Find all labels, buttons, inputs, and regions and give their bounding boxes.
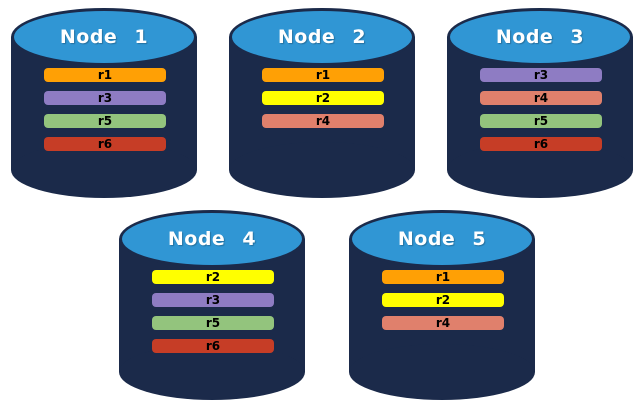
replica-bar-r1: r1: [262, 68, 384, 82]
node-cylinder-4: Node 4 r2 r3 r5 r6: [119, 210, 305, 400]
replica-bar-r6: r6: [480, 137, 602, 151]
replica-bar-r5: r5: [480, 114, 602, 128]
cylinder-top-ellipse: Node 1: [11, 8, 197, 66]
replica-bar-r4: r4: [262, 114, 384, 128]
node-title: Node 4: [167, 228, 257, 250]
cylinder-bottom: [11, 142, 197, 198]
node-cylinder-5: Node 5 r1 r2 r4: [349, 210, 535, 400]
node-title: Node 1: [59, 26, 149, 48]
cylinder-bottom: [229, 142, 415, 198]
replica-bar-r6: r6: [44, 137, 166, 151]
replica-bar-r1: r1: [382, 270, 504, 284]
cylinder-bottom: [119, 344, 305, 400]
replica-bar-r6: r6: [152, 339, 274, 353]
node-row-2: Node 4 r2 r3 r5 r6 Node 5 r1 r2 r4: [119, 210, 535, 400]
replica-bar-r2: r2: [152, 270, 274, 284]
replica-bar-r3: r3: [480, 68, 602, 82]
node-row-1: Node 1 r1 r3 r5 r6 Node 2 r1 r2 r4 Node 3 r3 r4 r5 r6: [11, 8, 633, 198]
cylinder-top-ellipse: Node 3: [447, 8, 633, 66]
node-title: Node 3: [495, 26, 585, 48]
cylinder-bottom: [349, 344, 535, 400]
node-title: Node 2: [277, 26, 367, 48]
replica-list: r1 r2 r4: [262, 68, 384, 128]
cylinder-top-ellipse: Node 2: [229, 8, 415, 66]
replica-bar-r2: r2: [262, 91, 384, 105]
cylinder-bottom: [447, 142, 633, 198]
replica-list: r2 r3 r5 r6: [152, 270, 274, 353]
node-cylinder-3: Node 3 r3 r4 r5 r6: [447, 8, 633, 198]
cylinder-top-ellipse: Node 4: [119, 210, 305, 268]
cylinder-top-ellipse: Node 5: [349, 210, 535, 268]
replica-bar-r5: r5: [152, 316, 274, 330]
node-cylinder-1: Node 1 r1 r3 r5 r6: [11, 8, 197, 198]
replica-bar-r3: r3: [152, 293, 274, 307]
replica-bar-r5: r5: [44, 114, 166, 128]
replica-list: r1 r3 r5 r6: [44, 68, 166, 151]
replica-bar-r4: r4: [480, 91, 602, 105]
replica-list: r3 r4 r5 r6: [480, 68, 602, 151]
node-cylinder-2: Node 2 r1 r2 r4: [229, 8, 415, 198]
replica-list: r1 r2 r4: [382, 270, 504, 330]
replica-bar-r4: r4: [382, 316, 504, 330]
replica-bar-r1: r1: [44, 68, 166, 82]
node-title: Node 5: [397, 228, 487, 250]
replica-bar-r3: r3: [44, 91, 166, 105]
replica-bar-r2: r2: [382, 293, 504, 307]
